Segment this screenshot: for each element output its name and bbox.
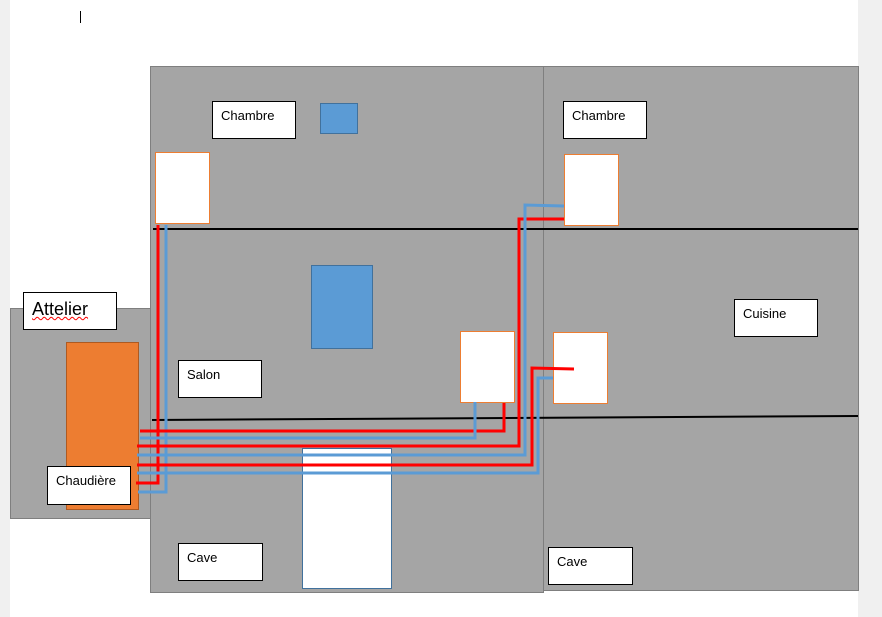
- hot-pipe-cuisine: [137, 366, 575, 467]
- cold-pipe-chambre-right: [137, 203, 565, 457]
- hot-pipe-chambre-right: [137, 217, 564, 448]
- label-cuisine: Cuisine: [734, 299, 818, 337]
- page-margin-right: [858, 0, 882, 617]
- hot-pipe-chambre-left: [136, 225, 160, 485]
- label-attelier: Attelier: [23, 292, 117, 330]
- cold-pipe-salon: [140, 402, 477, 440]
- label-chambre-left: Chambre: [212, 101, 296, 139]
- label-chambre-right: Chambre: [563, 101, 647, 139]
- cold-pipe-cuisine: [137, 376, 553, 475]
- label-chaudiere: Chaudière: [47, 466, 131, 505]
- label-cave-right: Cave: [548, 547, 633, 585]
- label-salon: Salon: [178, 360, 262, 398]
- cold-pipe-chambre-left: [138, 225, 168, 494]
- window-chambre: [320, 103, 358, 134]
- radiator-chambre-right: [564, 154, 619, 226]
- window-salon: [311, 265, 373, 349]
- text-cursor: [80, 11, 81, 23]
- page-margin-left: [0, 0, 10, 617]
- radiator-chambre-left: [155, 152, 210, 224]
- radiator-salon: [460, 331, 515, 403]
- hot-pipe-salon: [140, 403, 506, 433]
- label-cave-left: Cave: [178, 543, 263, 581]
